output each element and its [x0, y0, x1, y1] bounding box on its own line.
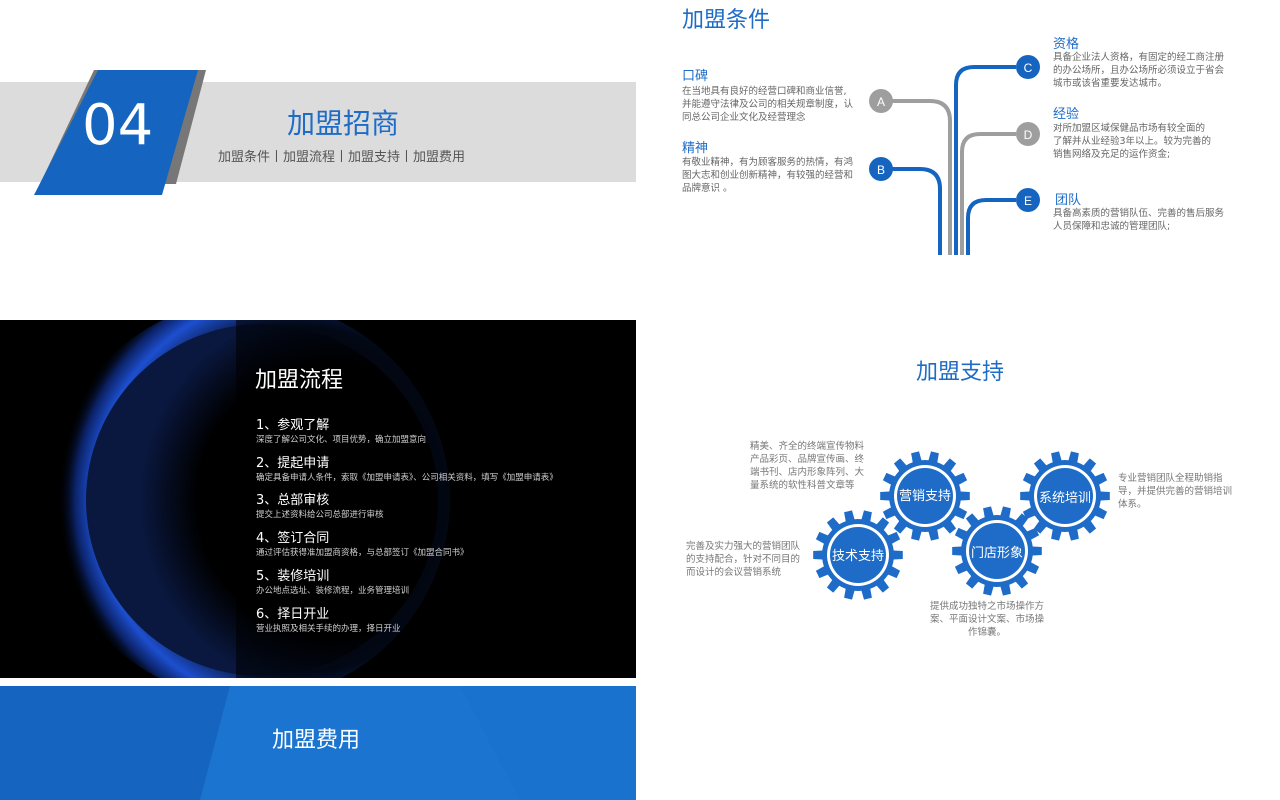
step-4-title: 4、签订合同 — [256, 531, 330, 546]
gear-label-marketing: 营销支持 — [898, 489, 951, 504]
slide-04-section-cover[interactable]: 04 加盟招商 加盟条件丨加盟流程丨加盟支持丨加盟费用 — [0, 0, 636, 320]
slide-title: 加盟费用 — [272, 728, 361, 753]
experience-text: 对所加盟区域保健品市场有较全面的 了解并从业经验3年以上。较为完善的 销售网络及… — [1053, 123, 1212, 160]
step-6-desc: 营业执照及相关手续的办理，择日开业 — [256, 624, 401, 634]
experience-label: 经验 — [1053, 107, 1080, 122]
note-marketing: 精美、齐全的终端宣传物料 产品彩页、品牌宣传画、终 端书刊、店内形象阵列、大 量… — [750, 441, 865, 491]
step-1-title: 1、参观了解 — [256, 418, 330, 433]
section-title: 加盟招商 — [287, 107, 400, 140]
marker-e — [1016, 188, 1040, 212]
marker-b — [869, 157, 893, 181]
step-3-title: 3、总部审核 — [256, 493, 330, 508]
step-6-title: 6、择日开业 — [256, 607, 330, 622]
marker-d — [1016, 122, 1040, 146]
spirit-label: 精神 — [682, 141, 709, 156]
reputation-text: 在当地具有良好的经营口碑和商业信誉, 并能遵守法律及公司的相关规章制度，认 同总… — [682, 86, 854, 123]
number-parallelogram — [34, 70, 206, 195]
fees-background-shapes — [0, 686, 636, 800]
branching-lines-diagram: A B C D E — [869, 55, 1040, 255]
qualification-text: 具备企业法人资格，有固定的经工商注册 的办公场所，且办公场所必须设立于省会 城市… — [1053, 52, 1225, 89]
step-5-title: 5、装修培训 — [256, 569, 330, 584]
section-number: 04 — [82, 93, 154, 158]
slide-franchise-process[interactable]: 加盟流程 1、参观了解 深度了解公司文化、项目优势，确立加盟意向 2、提起申请 … — [0, 320, 636, 678]
gear-technical-icon — [813, 510, 903, 600]
gears-diagram — [813, 451, 1110, 600]
gear-label-store: 门店形象 — [970, 546, 1023, 561]
marker-d-label: D — [1024, 128, 1033, 142]
gear-label-technical: 技术支持 — [831, 549, 884, 564]
note-technical: 完善及实力强大的营销团队 的支持配合，针对不同目的 而设计的会议营销系统 — [686, 541, 801, 578]
step-1-desc: 深度了解公司文化、项目优势，确立加盟意向 — [256, 435, 427, 445]
marker-e-label: E — [1024, 194, 1032, 208]
marker-a-label: A — [877, 95, 885, 109]
slide-title: 加盟流程 — [255, 368, 344, 393]
qualification-label: 资格 — [1053, 37, 1080, 52]
slide-franchise-support[interactable]: 加盟支持 营销支持 技术支持 门店形象 系统培训 精美、齐全的终端宣传物料 产品… — [640, 320, 1280, 800]
slide-title: 加盟支持 — [916, 360, 1005, 385]
slide-franchise-fees[interactable]: 加盟费用 — [0, 686, 636, 800]
team-label: 团队 — [1055, 193, 1082, 208]
glowing-planet-graphic — [50, 320, 636, 678]
note-store: 提供成功独特之市场操作方 案、平面设计文案、市场操 作锦囊。 — [930, 601, 1045, 638]
section-subtitle: 加盟条件丨加盟流程丨加盟支持丨加盟费用 — [218, 150, 466, 165]
gear-label-training: 系统培训 — [1038, 491, 1091, 506]
slide-franchise-conditions[interactable]: 加盟条件 A B C D E 口碑 在当地具有良好的经营口碑和商业信誉, 并能遵… — [640, 0, 1280, 320]
reputation-label: 口碑 — [682, 69, 709, 84]
marker-c-label: C — [1024, 61, 1033, 75]
gear-training-icon — [1020, 451, 1110, 541]
team-text: 具备高素质的营销队伍、完善的售后服务 人员保障和忠诚的管理团队; — [1053, 208, 1225, 232]
step-3-desc: 提交上述资料给公司总部进行审核 — [256, 510, 384, 520]
step-2-title: 2、提起申请 — [256, 456, 330, 471]
step-5-desc: 办公地点选址、装修流程，业务管理培训 — [256, 586, 410, 596]
marker-a — [869, 89, 893, 113]
gear-marketing-icon — [880, 451, 970, 541]
note-training: 专业营销团队全程助销指 导，并提供完善的营销培训 体系。 — [1118, 473, 1233, 510]
step-2-desc: 确定具备申请人条件，索取《加盟申请表》、公司相关资料，填写《加盟申请表》 — [256, 473, 558, 483]
gear-store-icon — [952, 506, 1042, 596]
spirit-text: 有敬业精神，有为顾客服务的热情，有鸿 图大志和创业创新精神，有较强的经营和 品牌… — [682, 157, 854, 194]
slide-title: 加盟条件 — [682, 8, 771, 33]
marker-b-label: B — [877, 163, 885, 177]
marker-c — [1016, 55, 1040, 79]
step-4-desc: 通过评估获得准加盟商资格，与总部签订《加盟合同书》 — [256, 548, 469, 558]
